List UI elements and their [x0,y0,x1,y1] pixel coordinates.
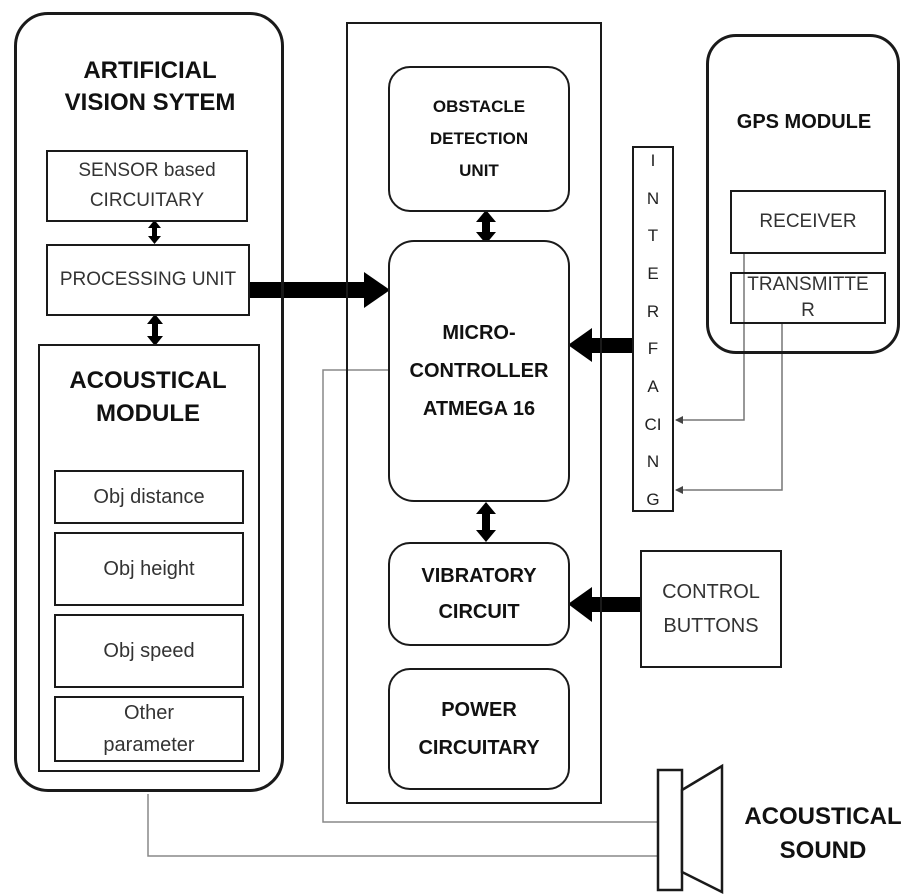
param-other: Other parameter [54,696,244,762]
gps-transmitter: TRANSMITTE R [730,272,886,324]
acoustical-module-title: ACOUSTICAL MODULE [69,367,227,427]
param-obj-distance: Obj distance [54,470,244,524]
processing-unit-box: PROCESSING UNIT [46,244,250,316]
controller-frame [346,22,602,804]
arrow-control-to-vibratory [568,587,642,622]
vision-system-panel [14,12,284,792]
control-buttons-box: CONTROL BUTTONS [640,550,782,668]
obstacle-detection-unit: OBSTACLE DETECTION UNIT [388,66,570,212]
param-obj-height: Obj height [54,532,244,606]
gps-receiver: RECEIVER [730,190,886,254]
line-receiver-to-interfacing [675,254,745,424]
arrow-processing-to-micro [250,272,390,308]
double-arrow-obstacle-micro [476,210,496,244]
double-arrow-micro-vibratory [476,502,496,542]
double-arrow-sensor-processing [148,220,161,244]
gps-module-title: GPS MODULE [736,110,872,133]
sensor-circuitary-box: SENSOR based CIRCUITARY [46,150,248,222]
power-circuitary: POWER CIRCUITARY [388,668,570,790]
microcontroller-atmega16: MICRO- CONTROLLER ATMEGA 16 [388,240,570,502]
line-vision-to-speaker [147,794,658,857]
vibratory-circuit: VIBRATORY CIRCUIT [388,542,570,646]
interfacing-strip: I N T E R F A CI N G [632,146,674,512]
speaker-icon [656,763,724,894]
gps-module-panel [706,34,900,354]
line-transmitter-to-interfacing [675,322,783,494]
acoustical-sound-label: ACOUSTICAL SOUND [744,803,902,864]
param-obj-speed: Obj speed [54,614,244,688]
double-arrow-processing-acoustical [147,314,163,346]
line-micro-to-speaker [322,369,658,823]
vision-system-title: ARTIFICIAL VISION SYTEM [64,57,236,116]
